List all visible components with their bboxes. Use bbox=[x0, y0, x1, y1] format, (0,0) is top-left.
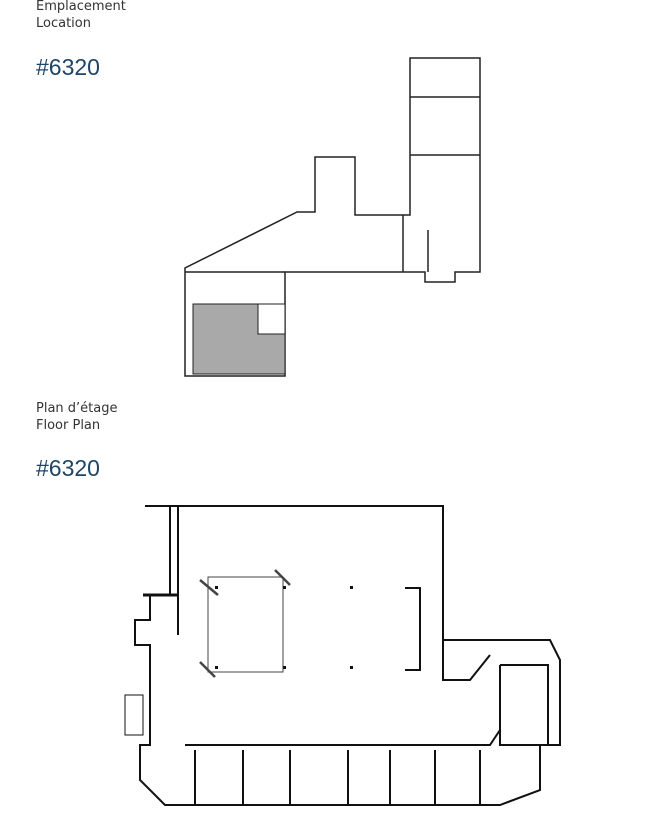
location-unit-number: #6320 bbox=[36, 54, 100, 80]
floorplan-unit-number: #6320 bbox=[36, 455, 100, 481]
location-label: Emplacement Location bbox=[36, 0, 126, 32]
exterior-wall bbox=[134, 505, 561, 806]
floorplan-label-en: Floor Plan bbox=[36, 418, 101, 433]
building-outline bbox=[184, 57, 481, 377]
floorplan-label-fr: Plan d’étage bbox=[36, 401, 118, 416]
location-label-fr: Emplacement bbox=[36, 0, 126, 14]
location-label-en: Location bbox=[36, 16, 91, 31]
floorplan-label: Plan d’étage Floor Plan bbox=[36, 400, 118, 434]
